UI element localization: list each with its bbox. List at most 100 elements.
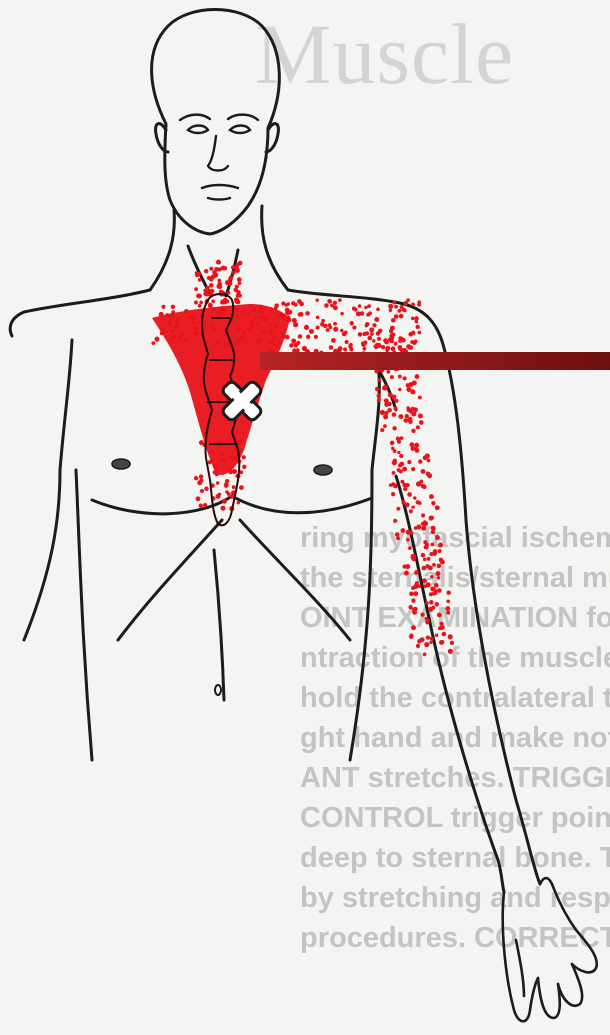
pain-dot bbox=[327, 299, 332, 304]
pain-dot bbox=[362, 332, 366, 336]
pain-dot bbox=[222, 499, 227, 504]
pain-dot bbox=[394, 314, 399, 319]
pain-dot bbox=[411, 429, 415, 433]
referred-pain-solid-area bbox=[152, 304, 290, 475]
pain-dot bbox=[274, 303, 279, 308]
pain-dot bbox=[381, 345, 385, 349]
pain-dot bbox=[195, 273, 199, 277]
pain-dot bbox=[426, 471, 431, 476]
pain-dot bbox=[253, 316, 257, 320]
pain-dot bbox=[237, 327, 241, 331]
pain-dot bbox=[247, 328, 252, 333]
pain-dot bbox=[397, 468, 401, 472]
pain-dot bbox=[392, 412, 397, 417]
pain-dot bbox=[225, 490, 229, 494]
pain-dot bbox=[281, 334, 286, 339]
pain-dot bbox=[209, 277, 214, 282]
pain-dot bbox=[299, 302, 304, 307]
pain-dot bbox=[213, 470, 217, 474]
pain-dot bbox=[394, 399, 398, 403]
pain-dot bbox=[394, 305, 398, 309]
pain-dot bbox=[390, 441, 395, 446]
pain-dot bbox=[400, 480, 404, 484]
pain-dot bbox=[238, 281, 242, 285]
pain-dot bbox=[161, 305, 165, 309]
pain-dot bbox=[397, 439, 401, 443]
pain-dot bbox=[350, 321, 354, 325]
pain-dot bbox=[252, 308, 256, 312]
pain-dot bbox=[440, 640, 444, 644]
pain-dot bbox=[408, 345, 413, 350]
pain-dot bbox=[242, 331, 246, 335]
pain-dot bbox=[398, 388, 401, 391]
pain-dot bbox=[175, 319, 179, 323]
pain-dot bbox=[212, 307, 217, 312]
pain-dot bbox=[383, 414, 388, 419]
pain-dot bbox=[376, 343, 381, 348]
pain-dot bbox=[227, 282, 230, 285]
pain-dot bbox=[326, 328, 330, 332]
pain-dot bbox=[427, 459, 431, 463]
pain-dot bbox=[411, 625, 416, 630]
pain-dot bbox=[220, 451, 225, 456]
pain-dot bbox=[418, 501, 422, 505]
pain-dot bbox=[198, 304, 202, 308]
pain-dot bbox=[316, 326, 320, 330]
pain-dot bbox=[400, 436, 404, 440]
pain-dot bbox=[298, 312, 302, 316]
pain-dot bbox=[419, 420, 424, 425]
pain-dot bbox=[387, 408, 392, 413]
pain-dot bbox=[446, 590, 450, 594]
pain-dot bbox=[209, 289, 214, 294]
pain-dot bbox=[218, 285, 222, 289]
pain-dot bbox=[437, 564, 442, 569]
pain-dot bbox=[171, 310, 175, 314]
pain-dot bbox=[329, 345, 334, 350]
pain-dot bbox=[194, 476, 198, 480]
pain-dot bbox=[208, 460, 212, 464]
pain-dot bbox=[203, 327, 208, 332]
pain-dot bbox=[425, 620, 429, 624]
pain-dot bbox=[236, 337, 241, 342]
pain-dot bbox=[293, 322, 298, 327]
pain-dot bbox=[261, 329, 265, 333]
pain-dot bbox=[222, 307, 226, 311]
pain-dot bbox=[423, 456, 428, 461]
pain-dot bbox=[197, 294, 202, 299]
pain-dot bbox=[366, 313, 370, 317]
pain-dot bbox=[174, 324, 179, 329]
pain-dot bbox=[333, 322, 337, 326]
pain-dot bbox=[398, 414, 403, 419]
pain-dot bbox=[377, 337, 381, 341]
pain-dot bbox=[412, 610, 417, 615]
pain-dot bbox=[237, 501, 241, 505]
pain-dot bbox=[422, 578, 427, 583]
pain-dot bbox=[393, 519, 397, 523]
pain-dot bbox=[193, 326, 198, 331]
pain-dot bbox=[391, 332, 395, 336]
pain-dot bbox=[316, 316, 320, 320]
pain-dot bbox=[421, 526, 426, 531]
pain-dot bbox=[276, 324, 280, 328]
pain-dot bbox=[423, 585, 426, 588]
pain-dot bbox=[414, 443, 419, 448]
pain-dot bbox=[367, 336, 372, 341]
pain-dot bbox=[210, 450, 214, 454]
pain-dot bbox=[358, 332, 363, 337]
pain-dot bbox=[392, 471, 396, 475]
pain-dot bbox=[171, 305, 175, 309]
pain-dot bbox=[375, 387, 380, 392]
pain-dot bbox=[198, 278, 202, 282]
pain-dot bbox=[403, 418, 408, 423]
pain-dot bbox=[398, 336, 402, 340]
pain-dot bbox=[221, 457, 226, 462]
pain-dot bbox=[159, 312, 164, 317]
pain-dot bbox=[221, 506, 226, 511]
pain-dot bbox=[214, 466, 218, 470]
pain-dot bbox=[228, 276, 233, 281]
pain-dot bbox=[436, 571, 441, 576]
pain-dot bbox=[413, 584, 418, 589]
pain-dot bbox=[209, 283, 214, 288]
pain-dot bbox=[421, 566, 426, 571]
